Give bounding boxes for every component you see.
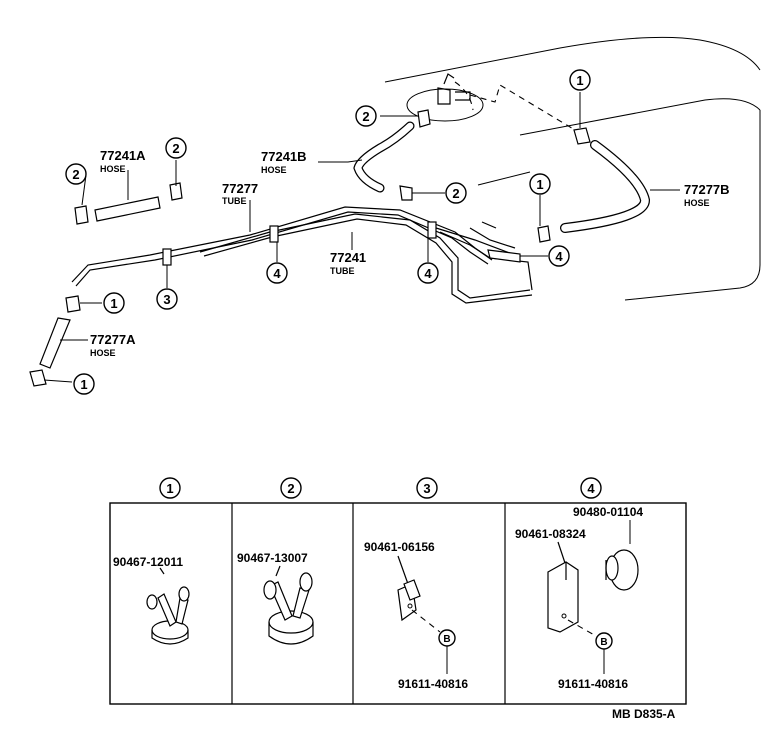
legend-part-3-bolt: 91611-40816	[398, 677, 468, 691]
label-77277b-hose: HOSE	[684, 198, 710, 208]
callout-1-left-top: 1	[103, 292, 125, 314]
label-77277a: 77277A	[90, 332, 136, 347]
label-77241a: 77241A	[100, 148, 146, 163]
figure-code: MB D835-A	[612, 707, 676, 721]
svg-text:4: 4	[424, 266, 432, 281]
svg-text:1: 1	[536, 177, 543, 192]
hose-77277a	[29, 295, 81, 387]
svg-text:4: 4	[587, 481, 595, 496]
svg-text:2: 2	[362, 109, 369, 124]
callouts: 2 2 2 2 1 1 4 4	[65, 69, 591, 395]
leader-lines	[43, 92, 680, 383]
legend-box: 1 2 3 4 90467-12011 90467-13007	[109, 477, 687, 705]
hose-clip-large-icon	[263, 565, 314, 645]
svg-text:2: 2	[452, 186, 459, 201]
legend-part-2: 90467-13007	[237, 551, 308, 565]
hose-77277b	[537, 127, 650, 243]
callout-1-right: 1	[529, 173, 551, 195]
label-77241-tube: TUBE	[330, 266, 355, 276]
label-77277b: 77277B	[684, 182, 730, 197]
label-77241: 77241	[330, 250, 366, 265]
callout-1-top: 1	[569, 69, 591, 91]
svg-text:1: 1	[166, 481, 173, 496]
hose-77241b	[353, 109, 431, 201]
label-77277a-hose: HOSE	[90, 348, 116, 358]
callout-2-top-left: 2	[165, 137, 187, 159]
legend-header-4: 4	[580, 477, 602, 499]
svg-text:4: 4	[273, 266, 281, 281]
callout-2-left: 2	[65, 163, 87, 185]
legend-header-3: 3	[416, 477, 438, 499]
svg-text:1: 1	[80, 377, 87, 392]
callout-2-valve: 2	[355, 105, 377, 127]
svg-text:3: 3	[423, 481, 430, 496]
svg-text:3: 3	[163, 292, 170, 307]
legend-part-1: 90467-12011	[113, 555, 183, 569]
label-77277-tube: TUBE	[222, 196, 247, 206]
bolt-b-marker-4: B	[600, 637, 607, 648]
svg-text:2: 2	[172, 141, 179, 156]
legend-part-3: 90461-06156	[364, 540, 435, 554]
label-77241b-hose: HOSE	[261, 165, 287, 175]
callout-4-mid: 4	[417, 262, 439, 284]
legend-part-4: 90461-08324	[515, 527, 586, 541]
legend-header-1: 1	[159, 477, 181, 499]
tube-assembly	[71, 206, 533, 304]
callout-1-left-bottom: 1	[73, 373, 95, 395]
callout-4-right: 4	[548, 245, 570, 267]
callout-3: 3	[156, 288, 178, 310]
svg-text:1: 1	[576, 73, 583, 88]
tube-clamp-large-icon: B	[547, 541, 613, 674]
tube-clamp-small-icon: B	[397, 555, 456, 674]
svg-text:2: 2	[72, 167, 79, 182]
bolt-b-marker-3: B	[443, 634, 450, 645]
vent-valve-assembly	[406, 73, 576, 131]
label-77277: 77277	[222, 181, 258, 196]
part-labels: 77241A HOSE 77241B HOSE 77277 TUBE 77241…	[90, 148, 730, 358]
fuel-tank-outline	[384, 36, 761, 301]
grommet-icon	[605, 520, 639, 591]
legend-header-2: 2	[280, 477, 302, 499]
svg-text:4: 4	[555, 249, 563, 264]
svg-text:1: 1	[110, 296, 117, 311]
legend-part-4-top: 90480-01104	[573, 505, 643, 519]
svg-text:2: 2	[287, 481, 294, 496]
label-77241a-hose: HOSE	[100, 164, 126, 174]
callout-4-left: 4	[266, 262, 288, 284]
label-77241b: 77241B	[261, 149, 307, 164]
hose-77241a	[74, 182, 183, 225]
callout-2-mid: 2	[445, 182, 467, 204]
hose-clip-small-icon	[146, 567, 190, 645]
legend-part-4-bolt: 91611-40816	[558, 677, 628, 691]
